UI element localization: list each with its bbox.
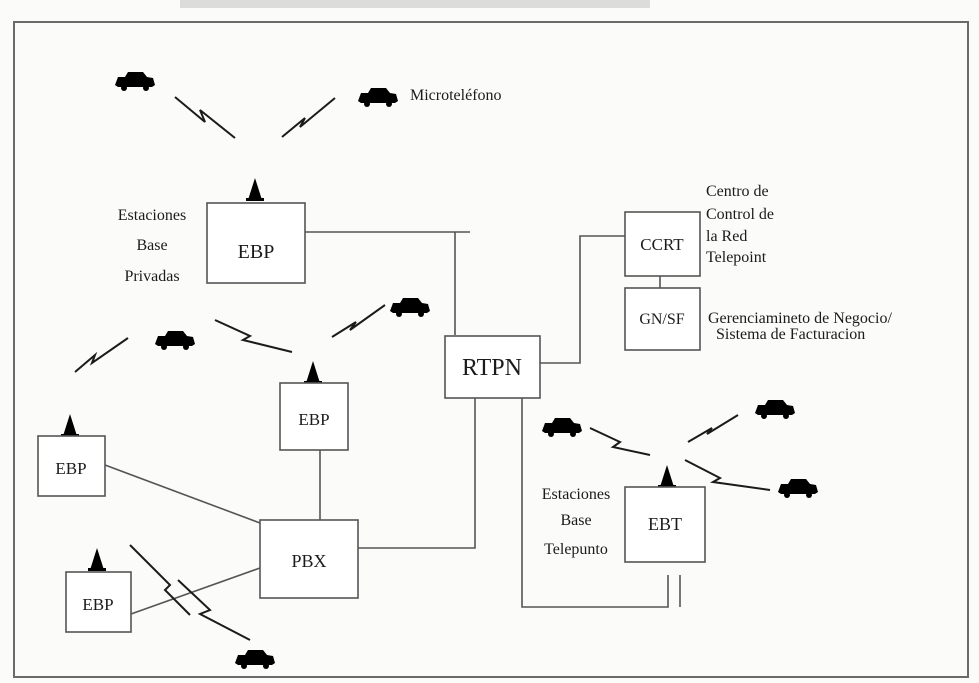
handset-icon	[542, 418, 582, 437]
radio-link	[174, 96, 236, 139]
svg-text:Base: Base	[560, 512, 591, 529]
antenna-icon	[246, 170, 264, 201]
rtpn-box: RTPN	[444, 335, 541, 399]
handset-icon	[155, 331, 195, 350]
handset-icon	[358, 88, 398, 107]
box-label: CCRT	[640, 235, 684, 254]
connection-lines	[104, 231, 681, 615]
radio-link	[687, 414, 739, 443]
gnsf-box: GN/SF	[624, 287, 701, 351]
antenna-icon	[658, 457, 676, 488]
antenna-icon	[304, 353, 322, 384]
handset-icon	[390, 298, 430, 317]
microtelefono-label: Microteléfono	[410, 87, 502, 104]
svg-text:la Red: la Red	[706, 228, 747, 245]
ebp-box-top: EBP	[206, 202, 306, 284]
line-rtpn-ccrt	[540, 235, 625, 364]
line-pbx-rtpn	[358, 398, 476, 549]
ebp-box-left: EBP	[37, 435, 106, 497]
radio-link	[589, 427, 651, 456]
box-label: EBT	[648, 514, 682, 534]
line-ebp-bottom-pbx	[130, 567, 261, 615]
svg-text:Control de: Control de	[706, 206, 774, 223]
antenna-icon	[61, 406, 79, 437]
radio-links	[74, 96, 771, 641]
box-label: EBP	[238, 241, 275, 263]
radio-link	[129, 544, 191, 616]
svg-text:Estaciones: Estaciones	[118, 207, 186, 224]
box-label: EBP	[55, 459, 86, 478]
svg-text:Telepunto: Telepunto	[544, 541, 608, 558]
radio-link	[331, 304, 386, 338]
ebp-group-label: Estaciones Base Privadas	[118, 207, 186, 285]
line-ebp-left-pbx	[104, 464, 261, 524]
svg-text:Telepoint: Telepoint	[706, 249, 767, 266]
svg-text:Centro de: Centro de	[706, 183, 769, 200]
ebt-box: EBT	[624, 486, 706, 563]
line-rtpn-ebt	[521, 398, 669, 608]
ccrt-box: CCRT	[624, 211, 701, 277]
svg-text:Gerenciamineto de Negocio/: Gerenciamineto de Negocio/	[708, 310, 892, 327]
gnsf-description: Gerenciamineto de Negocio/ Sistema de Fa…	[708, 310, 892, 343]
faded-caption	[180, 0, 650, 8]
ebp-box-mid: EBP	[279, 382, 349, 451]
box-label: RTPN	[462, 355, 522, 381]
ccrt-description: Centro de Control de la Red Telepoint	[706, 183, 774, 266]
box-label: GN/SF	[639, 311, 684, 328]
pbx-box: PBX	[259, 519, 359, 599]
handset-icon	[755, 400, 795, 419]
svg-text:Sistema de Facturacion: Sistema de Facturacion	[716, 326, 865, 343]
handset-icon	[115, 72, 155, 91]
radio-link	[684, 459, 771, 491]
box-label: EBP	[82, 595, 113, 614]
handset-icon	[235, 650, 275, 669]
radio-link	[214, 319, 293, 353]
antenna-icon	[88, 540, 106, 571]
radio-link	[177, 579, 251, 641]
ebt-group-label: Estaciones Base Telepunto	[542, 486, 610, 558]
svg-text:Privadas: Privadas	[124, 268, 179, 285]
box-label: EBP	[298, 410, 329, 429]
box-label: PBX	[291, 551, 326, 571]
handset-icon	[778, 479, 818, 498]
svg-text:Estaciones: Estaciones	[542, 486, 610, 503]
diagram-frame	[13, 21, 969, 678]
radio-link	[281, 97, 336, 138]
radio-link	[74, 337, 129, 373]
svg-text:Base: Base	[136, 237, 167, 254]
ebp-box-bottom: EBP	[65, 571, 132, 633]
